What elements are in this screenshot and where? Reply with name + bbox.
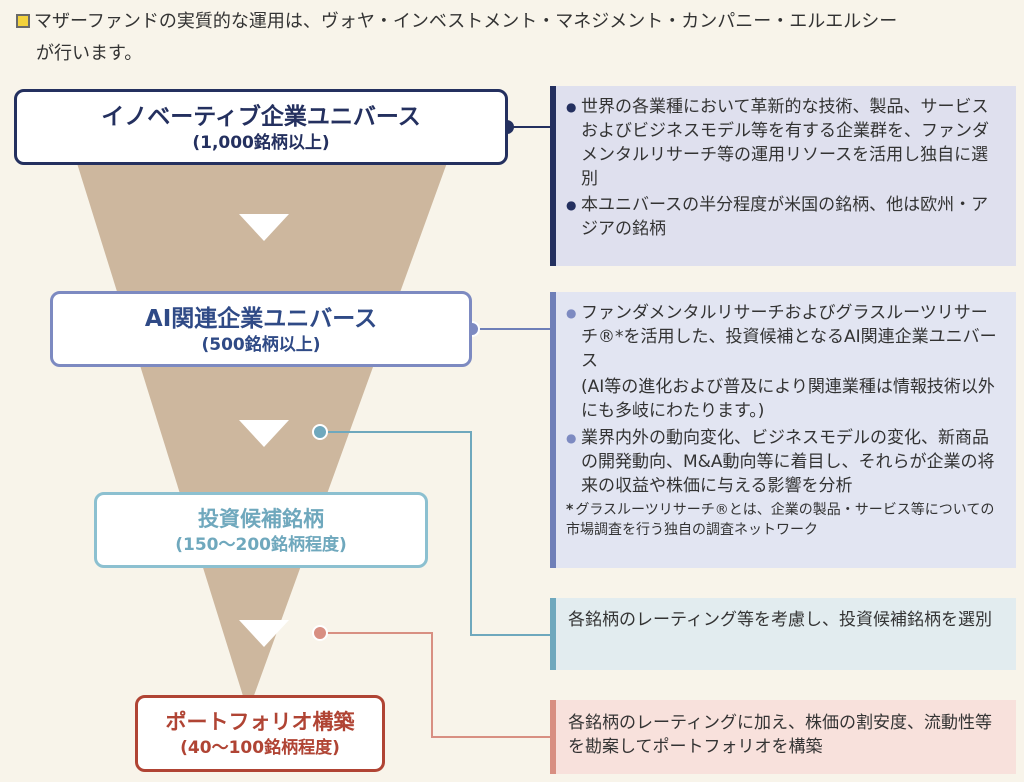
stage-title: ポートフォリオ構築	[165, 710, 355, 734]
bullet-item: ●業界内外の動向変化、ビジネスモデルの変化、新商品の開発動向、M&A動向等に着目…	[566, 428, 995, 496]
parenthetical-note: (AI等の進化および普及により関連業種は情報技術以外にも多岐にわたります。)	[581, 377, 995, 421]
stage-title: 投資候補銘柄	[198, 507, 324, 531]
connector-dot-4	[312, 625, 328, 641]
description-text: 各銘柄のレーティング等を考慮し、投資候補銘柄を選別	[568, 610, 992, 630]
bullet-item: ●世界の各業種において革新的な技術、製品、サービスおよびビジネスモデル等を有する…	[566, 97, 989, 189]
description-investment-candidates: 各銘柄のレーティング等を考慮し、投資候補銘柄を選別	[550, 598, 1016, 670]
connector-line-3	[320, 431, 550, 636]
stage-innovative-universe: イノベーティブ企業ユニバース (1,000銘柄以上)	[14, 89, 508, 165]
stage-subtitle: (1,000銘柄以上)	[192, 133, 330, 153]
stage-title: AI関連企業ユニバース	[144, 306, 378, 332]
stage-portfolio-construction: ポートフォリオ構築 (40〜100銘柄程度)	[135, 695, 385, 772]
down-arrow-icon	[239, 214, 289, 241]
stage-investment-candidates: 投資候補銘柄 (150〜200銘柄程度)	[94, 492, 428, 568]
description-text: 各銘柄のレーティングに加え、株価の割安度、流動性等を勘案してポートフォリオを構築	[568, 713, 992, 757]
stage-title: イノベーティブ企業ユニバース	[101, 104, 421, 130]
footnote: *グラスルーツリサーチ®とは、企業の製品・サービス等についての市場調査を行う独自…	[566, 502, 995, 538]
stage-subtitle: (500銘柄以上)	[201, 335, 321, 355]
stage-ai-universe: AI関連企業ユニバース (500銘柄以上)	[50, 291, 472, 367]
stage-subtitle: (150〜200銘柄程度)	[175, 535, 347, 555]
stage-subtitle: (40〜100銘柄程度)	[180, 738, 340, 758]
footnote-marker: *	[566, 502, 574, 518]
down-arrow-icon	[239, 420, 289, 447]
connector-dot-3	[312, 424, 328, 440]
bullet-item: ●本ユニバースの半分程度が米国の銘柄、他は欧州・アジアの銘柄	[566, 195, 989, 239]
heading-line-1: マザーファンドの実質的な運用は、ヴォヤ・インベストメント・マネジメント・カンパニ…	[34, 11, 898, 32]
yellow-square-icon	[16, 14, 30, 28]
bullet-item: ●ファンダメンタルリサーチおよびグラスルーツリサーチ®*を活用した、投資候補とな…	[566, 303, 997, 371]
section-heading: マザーファンドの実質的な運用は、ヴォヤ・インベストメント・マネジメント・カンパニ…	[16, 6, 1016, 70]
description-ai-universe: ●ファンダメンタルリサーチおよびグラスルーツリサーチ®*を活用した、投資候補とな…	[550, 292, 1016, 568]
connector-line-4	[320, 632, 550, 738]
heading-line-2: が行います。	[36, 43, 143, 64]
description-innovative-universe: ●世界の各業種において革新的な技術、製品、サービスおよびビジネスモデル等を有する…	[550, 86, 1016, 266]
description-portfolio-construction: 各銘柄のレーティングに加え、株価の割安度、流動性等を勘案してポートフォリオを構築	[550, 700, 1016, 774]
down-arrow-icon	[239, 620, 289, 647]
